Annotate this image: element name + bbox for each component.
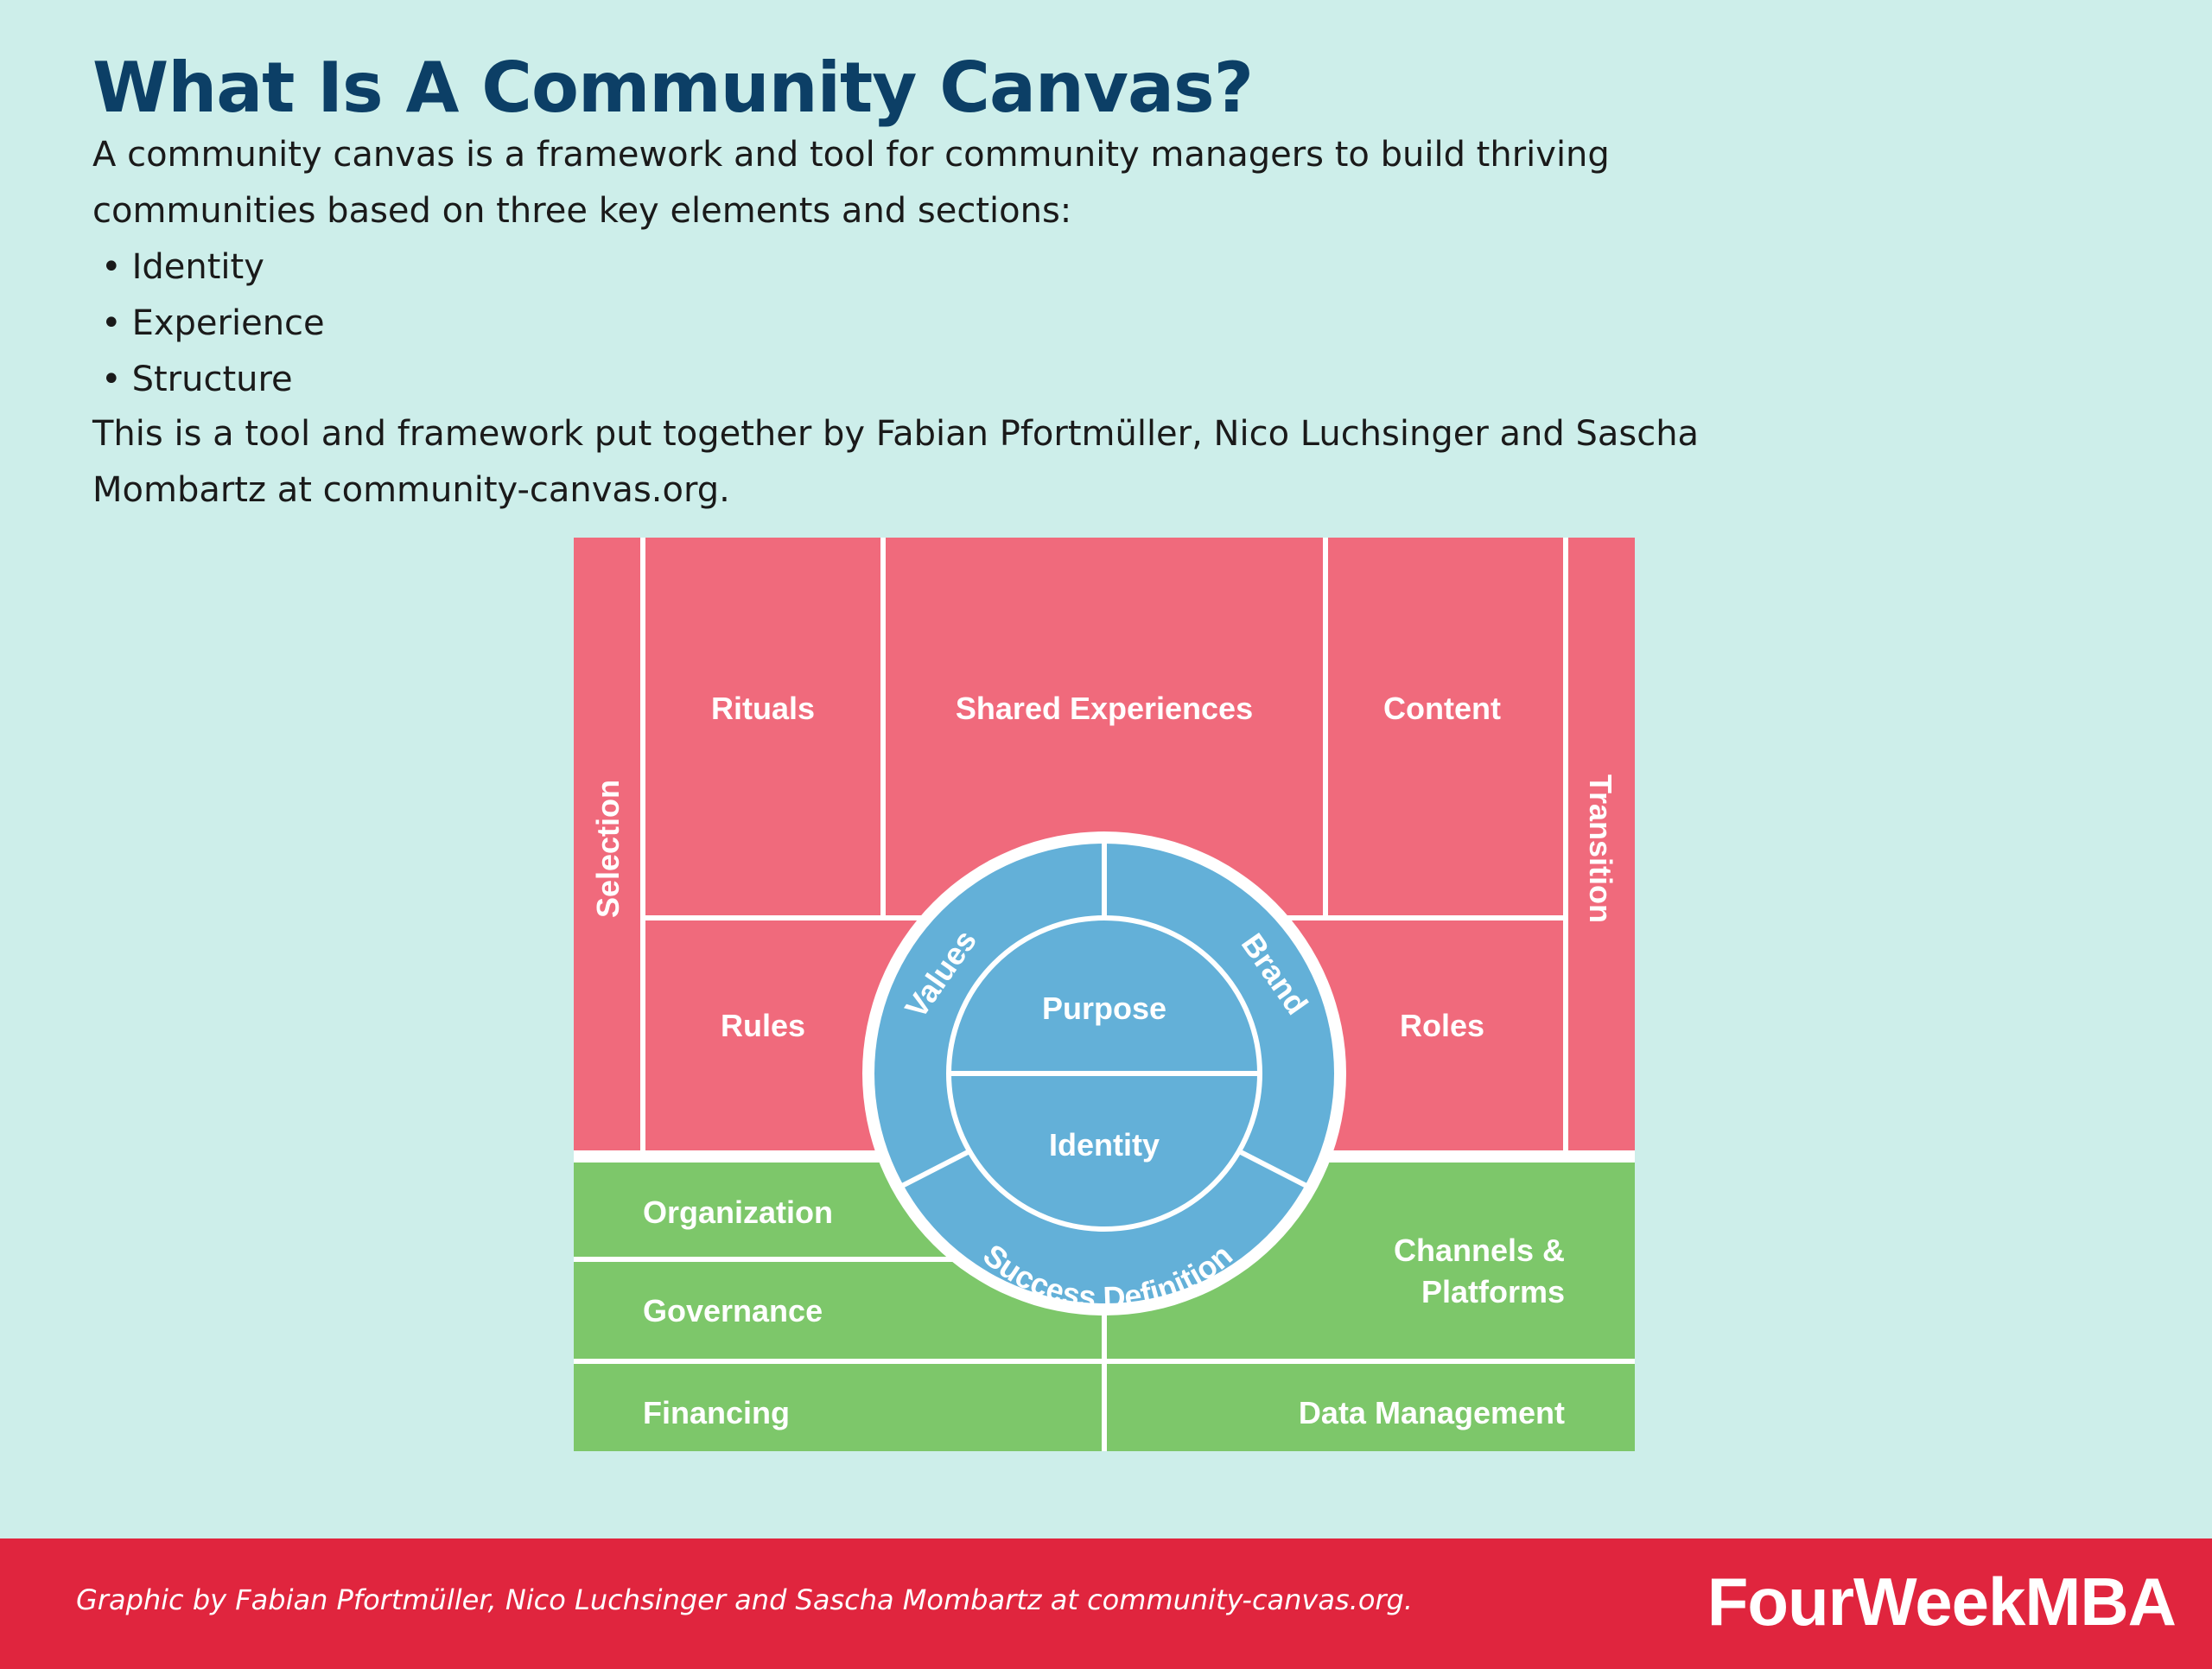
label-data-management: Data Management	[1299, 1395, 1565, 1430]
label-governance: Governance	[643, 1293, 823, 1328]
label-transition: Transition	[1583, 774, 1618, 923]
label-channels-line2: Platforms	[1421, 1274, 1565, 1309]
key-elements-list: Identity Experience Structure	[101, 239, 325, 408]
footer-bar: Graphic by Fabian Pfortmüller, Nico Luch…	[0, 1538, 2212, 1669]
bullet-identity: Identity	[101, 239, 325, 296]
intro-paragraph: A community canvas is a framework and to…	[92, 135, 1610, 231]
label-channels-line1: Channels &	[1394, 1233, 1565, 1268]
bullet-structure: Structure	[101, 352, 325, 408]
label-roles: Roles	[1400, 1008, 1484, 1043]
identity-circle	[862, 831, 1346, 1315]
label-shared-experiences: Shared Experiences	[956, 691, 1253, 726]
label-organization: Organization	[643, 1194, 833, 1230]
credit-paragraph: This is a tool and framework put togethe…	[92, 414, 1700, 510]
brand-logo: FourWeekMBA	[1707, 1564, 2177, 1640]
community-canvas-diagram: Rituals Shared Experiences Content Rules…	[574, 538, 1635, 1451]
label-selection: Selection	[590, 780, 626, 918]
label-rules: Rules	[721, 1008, 805, 1043]
label-identity: Identity	[1049, 1127, 1160, 1163]
label-financing: Financing	[643, 1395, 790, 1430]
footer-credit: Graphic by Fabian Pfortmüller, Nico Luch…	[76, 1583, 1414, 1616]
page-title: What Is A Community Canvas?	[92, 48, 1254, 128]
label-rituals: Rituals	[711, 691, 815, 726]
label-content: Content	[1383, 691, 1501, 726]
bullet-experience: Experience	[101, 296, 325, 352]
experience-dividers	[640, 538, 1568, 1151]
label-purpose: Purpose	[1042, 991, 1166, 1026]
